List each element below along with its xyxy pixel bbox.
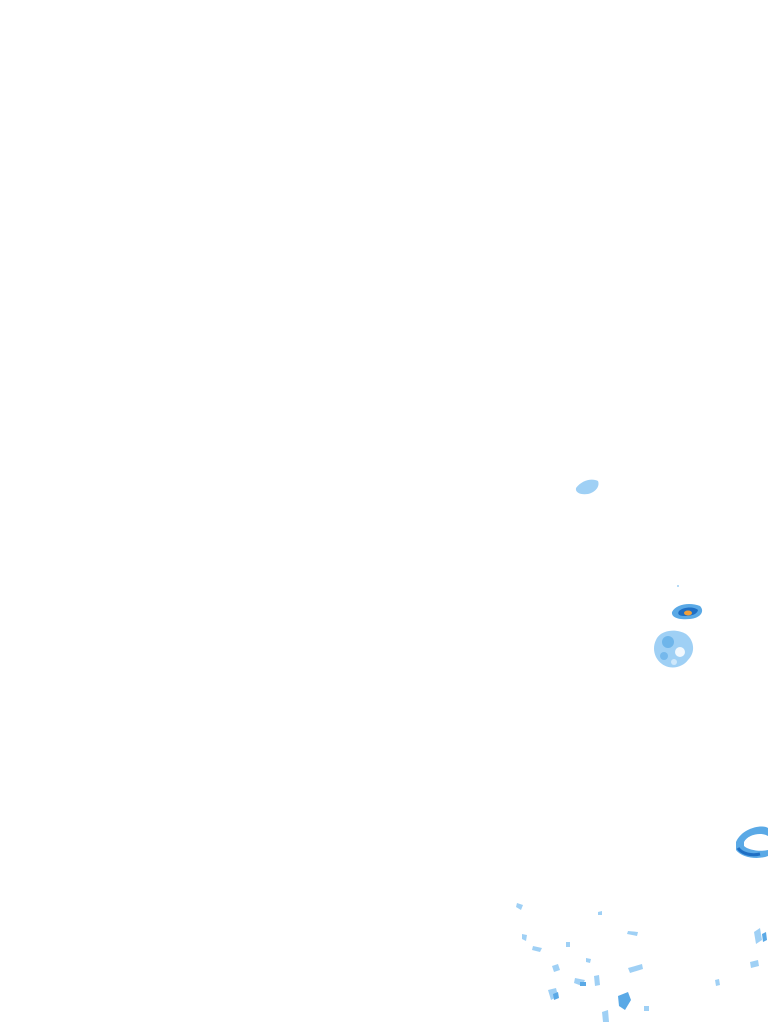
precip-scattered-fragments bbox=[516, 903, 762, 1022]
precip-cell-4 bbox=[736, 826, 768, 858]
precip-cell-1 bbox=[575, 479, 599, 495]
precip-cell-2 bbox=[671, 585, 703, 620]
precip-scattered-moderate bbox=[553, 932, 767, 1010]
precip-cell-3 bbox=[654, 630, 694, 668]
precipitation-cells bbox=[516, 479, 768, 1022]
